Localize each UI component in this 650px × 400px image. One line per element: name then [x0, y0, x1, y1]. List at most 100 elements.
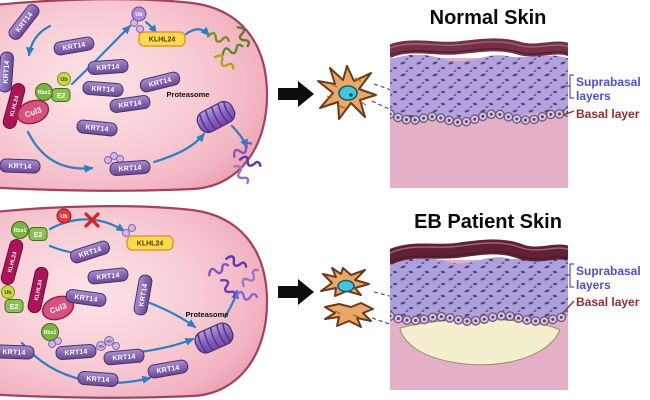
basal-label: Basal layer — [576, 295, 640, 309]
label-tick — [562, 110, 575, 116]
broken-keratinocyte-fragment — [324, 302, 374, 328]
krt14-molecule: KRT14 — [87, 59, 129, 75]
e2-enzyme: E2 — [28, 227, 48, 241]
krt14-molecule: KRT14 — [77, 371, 119, 387]
klhl24-subunit: KLHL24 — [0, 239, 24, 285]
krt14-label: KRT14 — [91, 86, 115, 95]
krt14-label: KRT14 — [74, 294, 98, 304]
krt14-molecule: KRT14 — [55, 344, 97, 360]
blue-arrow — [148, 301, 197, 329]
blue-arrow — [70, 24, 132, 86]
rbx1-subunit: Rbx1 — [11, 221, 29, 239]
krt14-label: KRT14 — [64, 349, 88, 358]
skin-corneum — [390, 38, 568, 59]
rbx1-label: Rbx1 — [14, 228, 27, 234]
krt14-label: KRT14 — [2, 349, 25, 357]
klhl24-stable: KLHL24 — [122, 224, 174, 251]
keratinocyte-icon — [317, 65, 377, 120]
eb-skin-title: EB Patient Skin — [414, 211, 562, 233]
suprabasal-label: Suprabasal — [576, 264, 641, 278]
label-bracket — [565, 263, 574, 288]
suprabasal-label: Suprabasal — [576, 75, 641, 89]
krt14-molecule: KRT14 — [0, 344, 35, 360]
krt14-molecule: KRT14 — [87, 267, 129, 285]
label-tick — [561, 300, 575, 315]
rbx1-subunit: Rbx1 — [41, 323, 59, 341]
eb-skin-section — [390, 239, 568, 390]
blue-arrow — [26, 24, 52, 57]
broken-keratinocyte-icon — [320, 267, 370, 297]
basal-label: Basal layer — [576, 107, 640, 121]
krt14-label: KRT14 — [96, 64, 120, 73]
krt14-label: KRT14 — [118, 100, 142, 110]
basal-cell-row — [390, 107, 568, 127]
krt14-label: KRT14 — [156, 364, 180, 375]
crl3-klhl24-complex: KLHL24 Cul3 Rbx1 E2 Ub — [2, 72, 71, 129]
proteasome-label: Proteasome — [167, 90, 210, 99]
klhl24-released: KLHL24 — [126, 235, 174, 251]
krt14-molecule: KRT14 — [109, 160, 151, 176]
proteasome-barrel — [194, 322, 234, 354]
ubiquitin-chain-dot — [128, 224, 136, 232]
klhl24-released: KLHL24 — [138, 31, 186, 47]
suprabasal-label: layers — [576, 278, 611, 292]
ub-label: Ub — [60, 214, 68, 220]
normal-skin-title: Normal Skin — [430, 7, 547, 29]
cytoskeleton-hatch — [326, 77, 367, 109]
skin-epidermis-speckles — [390, 256, 568, 322]
klhl24-label: KLHL24 — [34, 278, 44, 301]
ubiquitin: Ub — [57, 72, 71, 86]
krt14-molecule: KRT14 — [0, 158, 41, 174]
nucleus — [337, 279, 355, 293]
e2-enzyme: E2 — [4, 299, 24, 313]
klhl24-label: KLHL24 — [149, 37, 176, 44]
krt14-label: KRT14 — [8, 163, 31, 171]
klhl24-label: KLHL24 — [9, 94, 20, 117]
e2-enzyme: E2 — [51, 88, 71, 102]
ubiquitin: Ub — [56, 208, 72, 224]
ubiquitin-chain-dot — [104, 156, 112, 164]
ubiquitinated-krt14: KRT14 — [48, 337, 97, 360]
krt14-molecule: KRT14 — [82, 81, 124, 97]
skin-corneum-line — [390, 41, 568, 50]
e2-label: E2 — [34, 232, 43, 239]
skin-epidermis-speckles — [390, 54, 568, 122]
basal-cell-row — [390, 310, 568, 327]
ubiquitin-chain-dot — [136, 25, 144, 33]
black-transition-arrow — [278, 81, 314, 107]
normal-skin-section — [390, 38, 568, 188]
suprabasal-label: layers — [576, 89, 611, 103]
cytoskeleton-hatch — [334, 310, 360, 318]
ubiquitin-chain-dot: Ub — [96, 341, 106, 351]
proteasome-label: Proteasome — [186, 310, 229, 319]
e2-label: E2 — [57, 93, 66, 100]
krt14-molecule: KRT14 — [109, 95, 151, 113]
krt14-label: KRT14 — [96, 272, 120, 281]
klhl24-label: KLHL24 — [137, 241, 164, 248]
klhl24-subunit: KLHL24 — [27, 266, 49, 314]
rbx1-label: Rbx1 — [44, 330, 57, 336]
ubiquitinated-krt14: Ub Ub KRT14 — [96, 336, 145, 366]
black-transition-arrow — [278, 279, 314, 305]
skin-corneum-line — [390, 251, 568, 263]
ub-label: Ub — [98, 344, 104, 349]
krt14-label: KRT14 — [118, 165, 142, 174]
krt14-molecule: KRT14 — [139, 71, 181, 93]
blue-arrow — [138, 337, 195, 354]
proteasome-barrel — [196, 100, 236, 134]
ubiquitin-chain-dot — [54, 337, 62, 345]
krt14-label: KRT14 — [138, 283, 149, 307]
ubiquitin-chain-dot — [122, 229, 130, 237]
label-bracket — [565, 74, 574, 99]
krt14-molecule: KRT14 — [133, 274, 153, 316]
klhl24-ubiquitinated: KLHL24 — [130, 19, 186, 47]
krt14-label: KRT14 — [62, 41, 86, 52]
krt14-molecule: KRT14 — [103, 348, 145, 366]
klhl24-label: KLHL24 — [7, 250, 18, 273]
krt14-molecule: KRT14 — [53, 36, 95, 56]
blue-arrow — [184, 26, 211, 37]
cul3-subunit: Cul3 — [16, 99, 50, 125]
e2-label: E2 — [10, 304, 19, 311]
normal-cell-interior: KRT14 KRT14 KRT14 KRT14 KRT14 KRT14 KRT1… — [0, 4, 263, 187]
blue-arrow — [26, 130, 94, 173]
